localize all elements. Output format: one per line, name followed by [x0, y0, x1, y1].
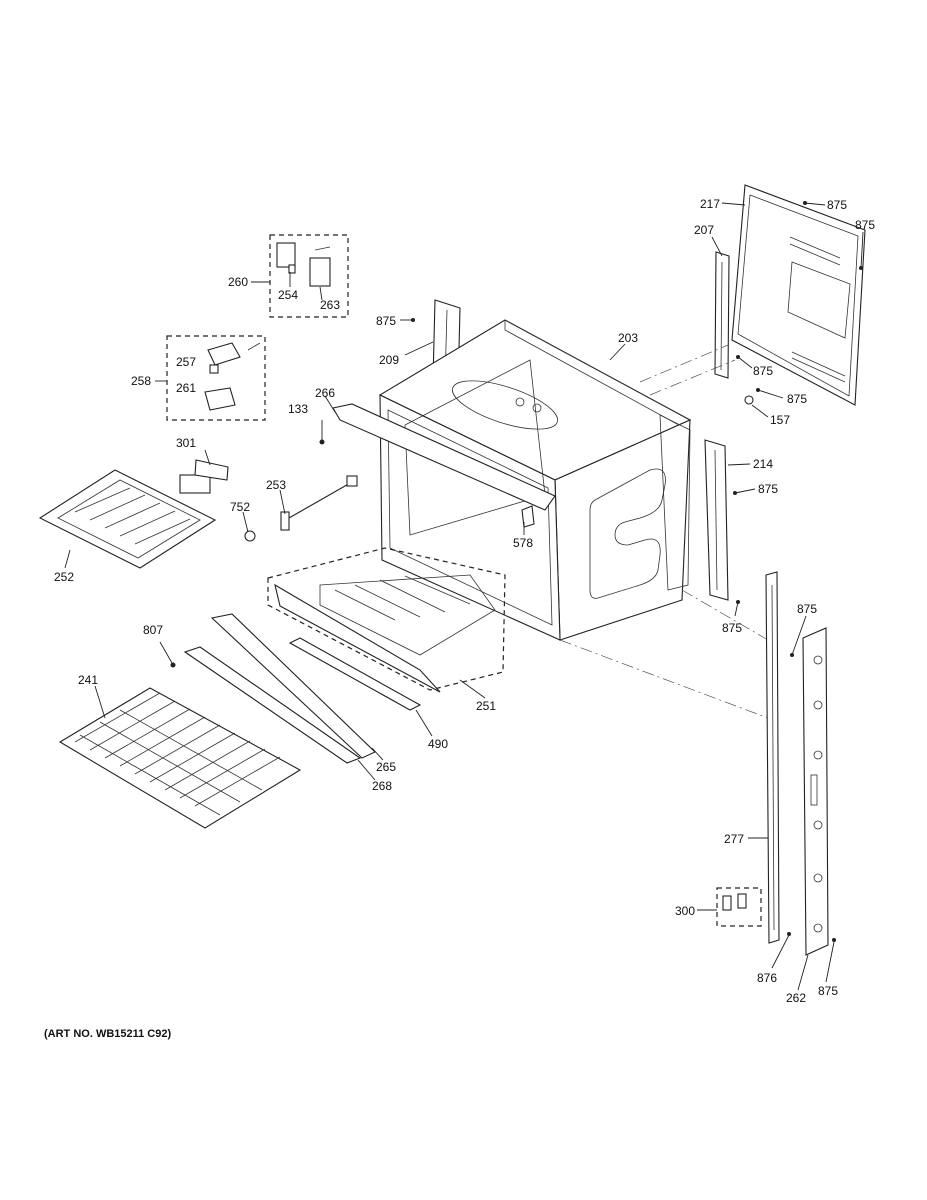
alignment-line: [649, 359, 736, 396]
callout-752: 752: [230, 500, 250, 514]
front-trim-266: [332, 403, 556, 511]
callout-875: 875: [827, 198, 847, 212]
alignment-line: [639, 344, 729, 383]
grommet-752: [244, 530, 256, 542]
callout-217: 217: [700, 197, 720, 211]
callout-265: 265: [376, 760, 396, 774]
callout-263: 263: [320, 298, 340, 312]
callout-251: 251: [476, 699, 496, 713]
callout-214: 214: [753, 457, 773, 471]
callout-253: 253: [266, 478, 286, 492]
callout-260: 260: [228, 275, 248, 289]
group-260: [269, 234, 349, 318]
group-300: [716, 887, 762, 927]
alignment-line: [559, 639, 769, 719]
callout-266: 266: [315, 386, 335, 400]
callout-209: 209: [379, 353, 399, 367]
callout-300: 300: [675, 904, 695, 918]
callout-268: 268: [372, 779, 392, 793]
callout-262: 262: [786, 991, 806, 1005]
callout-875: 875: [855, 218, 875, 232]
callout-875: 875: [818, 984, 838, 998]
callout-203: 203: [618, 331, 638, 345]
side-panel-262: [802, 627, 829, 956]
bake-element-251: [267, 547, 506, 693]
callout-207: 207: [694, 223, 714, 237]
broil-element-252: [38, 469, 217, 569]
callout-578: 578: [513, 536, 533, 550]
clip-157: [744, 395, 754, 405]
oven-rack-241: [58, 687, 302, 829]
callout-875: 875: [376, 314, 396, 328]
callout-241: 241: [78, 673, 98, 687]
callout-252: 252: [54, 570, 74, 584]
back-panel-217: [731, 184, 866, 406]
leader-lines: [64, 202, 864, 991]
trim-265: [210, 613, 376, 759]
callout-875: 875: [787, 392, 807, 406]
side-bracket-207: [714, 251, 730, 379]
callout-875: 875: [722, 621, 742, 635]
callout-257: 257: [176, 355, 196, 369]
rail-490: [288, 637, 422, 711]
terminal-bracket-301: [194, 459, 229, 481]
trim-268: [183, 646, 362, 764]
sensor-probe-253: [280, 475, 358, 531]
screw-807: [170, 662, 176, 668]
callout-261: 261: [176, 381, 196, 395]
door-trim-277: [765, 571, 780, 944]
callout-258: 258: [131, 374, 151, 388]
side-bracket-214: [704, 439, 729, 601]
callout-277: 277: [724, 832, 744, 846]
callout-875: 875: [797, 602, 817, 616]
callout-157: 157: [770, 413, 790, 427]
clip-578: [521, 505, 535, 528]
art-number: (ART NO. WB15211 C92): [44, 1028, 172, 1040]
callout-875: 875: [758, 482, 778, 496]
callout-490: 490: [428, 737, 448, 751]
oven-cavity-203: [378, 319, 692, 641]
callout-254: 254: [278, 288, 298, 302]
callout-301: 301: [176, 436, 196, 450]
group-258: [166, 335, 266, 421]
callout-875: 875: [753, 364, 773, 378]
callout-labels: 217 875 875 207 260 254 263 875 209 203 …: [54, 197, 875, 1005]
callout-876: 876: [757, 971, 777, 985]
alignment-line: [681, 589, 769, 641]
callout-133: 133: [288, 402, 308, 416]
callout-807: 807: [143, 623, 163, 637]
